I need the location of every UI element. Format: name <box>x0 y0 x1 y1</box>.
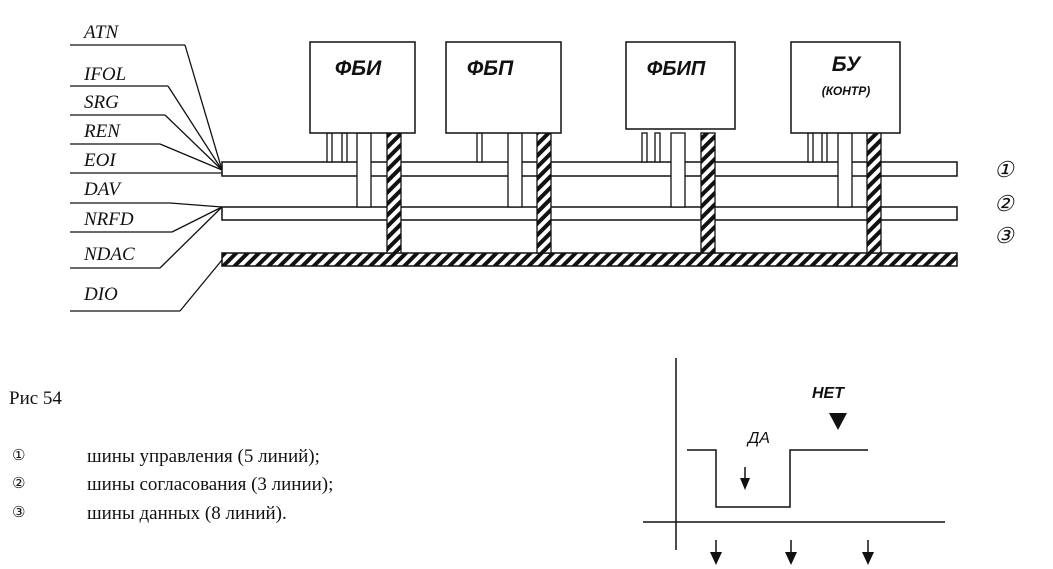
legend-mark-1: ① <box>12 446 26 464</box>
block-fbp: ФБП <box>445 41 562 254</box>
legend-text-3: шины данных (8 линий). <box>87 503 287 524</box>
legend-text-1: шины управления (5 линий); <box>87 446 320 467</box>
block-fbp-label: ФБП <box>467 57 514 80</box>
timing-diagram: ДА НЕТ <box>643 358 945 565</box>
timing-signal <box>687 449 868 508</box>
block-fbip: ФБИП <box>625 41 736 254</box>
block-bu-label: БУ <box>832 53 862 76</box>
signal-dio: DIO <box>70 259 223 312</box>
arrow-down-icon <box>740 467 750 490</box>
figure-caption: Рис 54 <box>9 388 62 409</box>
data-bus <box>221 252 958 267</box>
signal-atn-label: ATN <box>82 22 119 43</box>
timing-yes-label: ДА <box>746 430 770 447</box>
signal-ren: REN <box>70 121 223 171</box>
signal-labels: ATN IFOL SRG REN EOI DAV NR <box>70 22 223 312</box>
signal-eoi: EOI <box>70 150 222 174</box>
bus-number-3: ③ <box>994 223 1015 248</box>
block-fbip-label: ФБИП <box>647 58 706 80</box>
signal-ndac: NDAC <box>70 206 223 269</box>
signal-dio-label: DIO <box>83 284 118 305</box>
signal-eoi-label: EOI <box>83 150 117 171</box>
bus-number-2: ② <box>994 191 1015 216</box>
control-bus <box>221 161 958 177</box>
signal-ifol: IFOL <box>70 64 223 171</box>
buses <box>221 161 958 267</box>
arrow-down-icon <box>862 540 874 565</box>
signal-dav-label: DAV <box>83 179 122 200</box>
block-fbi-label: ФБИ <box>335 57 382 80</box>
legend-mark-2: ② <box>12 474 26 492</box>
bus-number-1: ① <box>994 157 1015 182</box>
legend-text-2: шины согласования (3 линии); <box>87 474 334 495</box>
signal-nrfd-label: NRFD <box>83 209 134 230</box>
handshake-bus <box>221 206 958 221</box>
block-bu-sublabel: (КОНТР) <box>822 84 871 98</box>
legend-mark-3: ③ <box>12 503 26 521</box>
bus-numbers: ① ② ③ <box>994 157 1015 248</box>
signal-srg-label: SRG <box>84 92 119 113</box>
block-bu: БУ (КОНТР) <box>790 41 901 254</box>
signal-srg: SRG <box>70 92 223 171</box>
block-fbi: ФБИ <box>309 41 416 254</box>
signal-dav: DAV <box>70 179 223 208</box>
timing-no-label: НЕТ <box>812 385 845 402</box>
triangle-down-icon <box>829 413 847 430</box>
signal-ren-label: REN <box>83 121 121 142</box>
arrow-down-icon <box>710 540 722 565</box>
signal-ifol-label: IFOL <box>83 64 126 85</box>
signal-nrfd: NRFD <box>70 206 223 233</box>
signal-ndac-label: NDAC <box>83 244 135 265</box>
arrow-down-icon <box>785 540 797 565</box>
signal-atn: ATN <box>70 22 223 171</box>
